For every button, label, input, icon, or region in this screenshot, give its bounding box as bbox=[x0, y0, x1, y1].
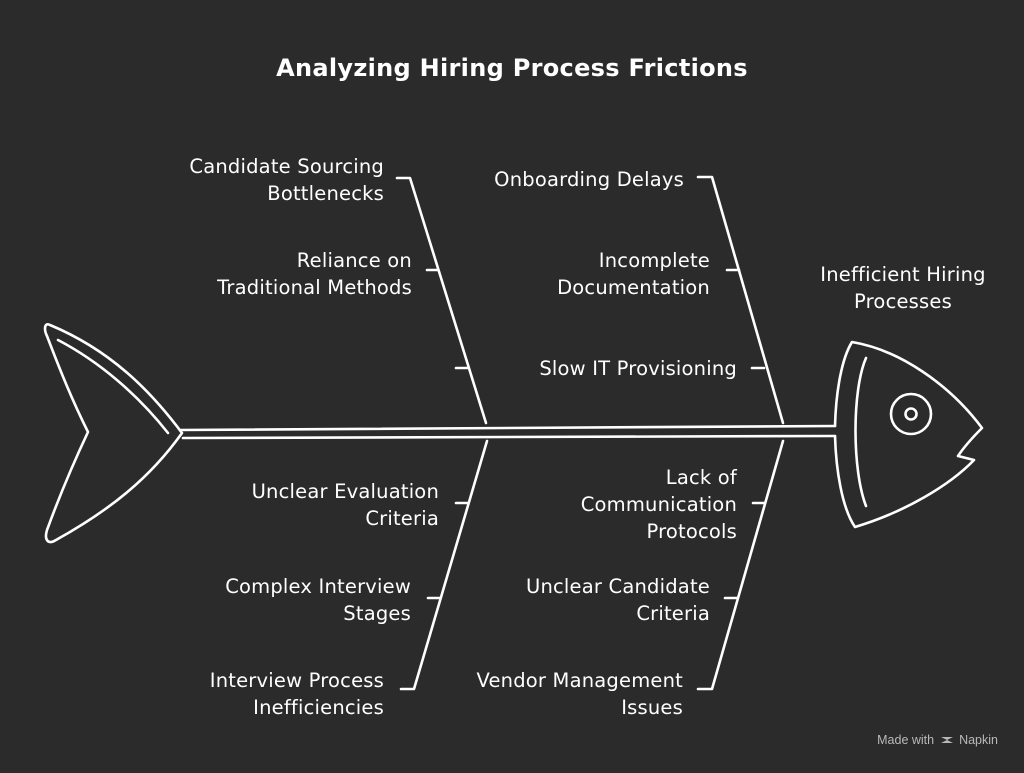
cause-item: Slow IT Provisioning bbox=[539, 357, 737, 380]
watermark-prefix: Made with bbox=[877, 733, 935, 747]
fish-eye bbox=[889, 392, 933, 436]
cause-category-bottom-left: Interview Process Inefficiencies bbox=[209, 669, 384, 719]
bone-top-left bbox=[395, 176, 488, 425]
fish-head bbox=[833, 340, 984, 529]
diagram-title: Analyzing Hiring Process Frictions bbox=[276, 54, 748, 82]
cause-item: Complex Interview Stages bbox=[225, 575, 411, 625]
bone-bottom-right bbox=[696, 439, 785, 691]
watermark: Made with Napkin bbox=[877, 733, 998, 747]
fish-tail bbox=[43, 323, 184, 544]
watermark-brand: Napkin bbox=[959, 733, 998, 747]
cause-item: Unclear Evaluation Criteria bbox=[251, 480, 439, 530]
spine bbox=[178, 424, 837, 440]
cause-category-top-right: Onboarding Delays bbox=[494, 168, 684, 191]
cause-item: Incomplete Documentation bbox=[557, 249, 710, 299]
napkin-logo-icon bbox=[940, 737, 953, 743]
bone-top-right bbox=[696, 175, 785, 425]
cause-category-bottom-right: Vendor Management Issues bbox=[476, 669, 683, 719]
cause-category-top-left: Candidate Sourcing Bottlenecks bbox=[189, 155, 384, 205]
effect-label: Inefficient Hiring Processes bbox=[820, 263, 986, 313]
cause-item: Unclear Candidate Criteria bbox=[525, 575, 710, 625]
bone-bottom-left bbox=[399, 439, 489, 691]
cause-item: Lack of Communication Protocols bbox=[580, 466, 737, 543]
cause-item: Reliance on Traditional Methods bbox=[217, 249, 412, 299]
